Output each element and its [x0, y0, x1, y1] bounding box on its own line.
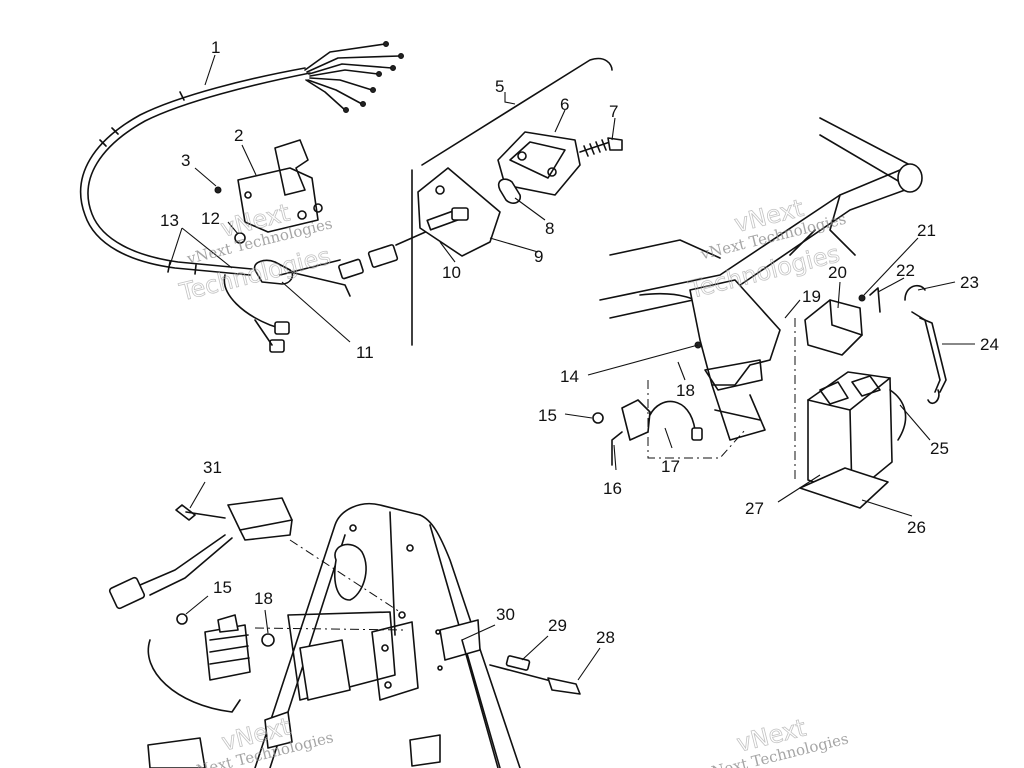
- callout-7: 7: [609, 102, 618, 121]
- grommet-12: [234, 232, 246, 244]
- spacer-29: [505, 655, 531, 671]
- battery-cable: [904, 284, 947, 405]
- bottom-component: [147, 737, 206, 768]
- vent-tube: [889, 389, 907, 441]
- tail-light-lens: [497, 131, 581, 196]
- callout-16: 16: [603, 479, 622, 498]
- relay-17: [611, 399, 703, 466]
- clip-22: [869, 287, 881, 313]
- washer-18b: [261, 633, 275, 647]
- callout-18a: 18: [676, 381, 695, 400]
- callout-27: 27: [745, 499, 764, 518]
- callout-13: 13: [160, 211, 179, 230]
- callout-11: 11: [356, 343, 374, 362]
- ignition-coil: [147, 614, 251, 713]
- leader-lines: [169, 54, 975, 681]
- callout-21: 21: [917, 221, 936, 240]
- callout-15b: 15: [213, 578, 232, 597]
- washer: [313, 203, 323, 213]
- screw-3: [214, 186, 222, 194]
- callout-15a: 15: [538, 406, 557, 425]
- phantom-line-panel: [289, 539, 401, 613]
- callout-5: 5: [495, 77, 504, 96]
- callout-17: 17: [661, 457, 680, 476]
- bolt-31: [175, 504, 226, 521]
- cdi-module: [108, 497, 293, 610]
- phantom-line-coil: [254, 627, 406, 631]
- mounting-panel: [254, 503, 521, 768]
- callout-14: 14: [560, 367, 579, 386]
- callout-3: 3: [181, 151, 190, 170]
- callout-29: 29: [548, 616, 567, 635]
- vehicle-frame: [599, 117, 923, 319]
- callout-19: 19: [802, 287, 821, 306]
- bolt-21: [858, 294, 866, 302]
- callout-8: 8: [545, 219, 554, 238]
- callout-2: 2: [234, 126, 243, 145]
- connector-assembly: [253, 229, 431, 297]
- tail-light-base: [417, 167, 501, 257]
- callout-18b: 18: [254, 589, 273, 608]
- callout-6: 6: [560, 95, 569, 114]
- mounting-plate: [237, 139, 319, 233]
- callout-31: 31: [203, 458, 222, 477]
- callout-30: 30: [496, 605, 515, 624]
- callout-28: 28: [596, 628, 615, 647]
- phantom-line-right: [647, 380, 746, 459]
- callout-22: 22: [896, 261, 915, 280]
- callout-24: 24: [980, 335, 999, 354]
- screw-7: [579, 137, 623, 157]
- nut-15b: [176, 613, 188, 625]
- bulb: [497, 178, 522, 204]
- watermark-bottom-right: vNext vNext Technologies: [700, 713, 850, 768]
- battery-bracket: [689, 279, 781, 441]
- callout-20: 20: [828, 263, 847, 282]
- bolt-28: [489, 664, 581, 695]
- callout-25: 25: [930, 439, 949, 458]
- wiring-harness: [79, 41, 404, 353]
- callout-1: 1: [211, 38, 220, 57]
- callout-10: 10: [442, 263, 461, 282]
- nut-15: [592, 412, 604, 424]
- battery-pad: [799, 467, 889, 509]
- bracket-30: [439, 619, 499, 768]
- callout-26: 26: [907, 518, 926, 537]
- callout-23: 23: [960, 273, 979, 292]
- callout-9: 9: [534, 247, 543, 266]
- callout-numbers: 1 2 3 5 6 7 8 9 10 11 12 13 14 15 16 17 …: [160, 38, 999, 647]
- bracket-line-5: [421, 57, 613, 166]
- battery-hold-down: [804, 299, 863, 356]
- callout-12: 12: [201, 209, 220, 228]
